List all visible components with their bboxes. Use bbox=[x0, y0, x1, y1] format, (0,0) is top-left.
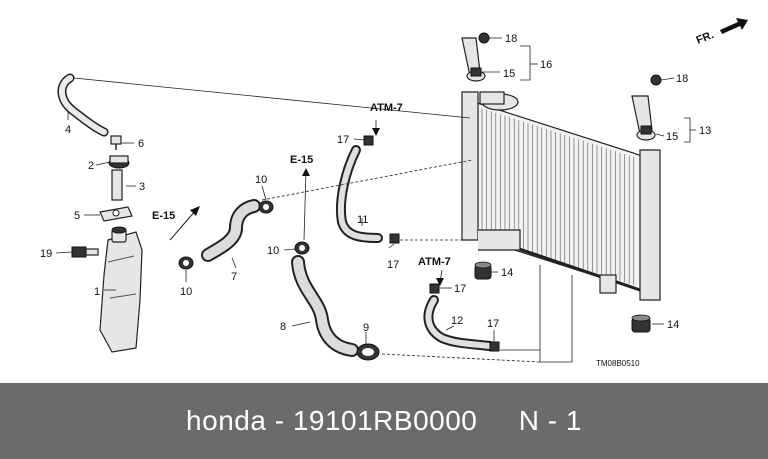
callout-2: 2 bbox=[88, 160, 94, 172]
part-number: 19101RB0000 bbox=[292, 405, 478, 436]
callout-4: 4 bbox=[65, 124, 71, 136]
callout-14a: 14 bbox=[501, 267, 513, 279]
ref-label-atm7-mid: ATM-7 bbox=[418, 256, 451, 268]
brand-name: honda bbox=[186, 405, 267, 436]
radiator-fins bbox=[481, 108, 635, 286]
callout-9: 9 bbox=[363, 322, 369, 334]
callout-16: 16 bbox=[540, 59, 552, 71]
hose-clip-6 bbox=[110, 135, 122, 150]
separator: - bbox=[266, 405, 293, 436]
callout-17c: 17 bbox=[454, 283, 466, 295]
callout-15a: 15 bbox=[503, 68, 515, 80]
upper-bracket-left bbox=[461, 32, 490, 82]
front-direction-arrow bbox=[720, 18, 748, 34]
hose-clip-17c bbox=[429, 283, 440, 294]
callout-11: 11 bbox=[357, 214, 368, 226]
tank-bracket bbox=[99, 206, 133, 222]
hose-clamp-10a bbox=[178, 256, 194, 270]
reserve-tank-cap bbox=[108, 155, 130, 169]
ref-label-atm7-top: ATM-7 bbox=[370, 102, 403, 114]
callout-1: 1 bbox=[94, 286, 100, 298]
callout-10c: 10 bbox=[267, 245, 279, 257]
callout-7: 7 bbox=[231, 271, 237, 283]
lower-cushion-b bbox=[631, 314, 651, 333]
callout-19: 19 bbox=[40, 248, 52, 260]
parts-diagram: 1 2 3 4 5 6 7 8 9 10 10 10 11 12 13 14 1… bbox=[40, 18, 748, 368]
ref-label-e15-mid: E-15 bbox=[290, 154, 313, 166]
callout-14b: 14 bbox=[667, 319, 679, 331]
callout-12: 12 bbox=[451, 315, 463, 327]
lower-cushion-a bbox=[474, 261, 492, 280]
radiator bbox=[461, 91, 661, 301]
hose-clip-17a bbox=[363, 135, 374, 146]
ref-arrow-e15-left bbox=[169, 206, 200, 241]
tank-pipe bbox=[111, 169, 123, 201]
callout-17b: 17 bbox=[387, 259, 399, 271]
callout-15b: 15 bbox=[666, 131, 678, 143]
callout-10a: 10 bbox=[180, 286, 192, 298]
hose-clamp-9 bbox=[356, 343, 380, 361]
hose-clip-17d bbox=[489, 341, 500, 352]
ref-arrow-atm7-mid bbox=[436, 278, 444, 286]
bolt bbox=[71, 246, 99, 258]
upper-bracket-right bbox=[631, 74, 662, 141]
callout-17a: 17 bbox=[337, 134, 349, 146]
spacer bbox=[477, 405, 518, 437]
callout-13: 13 bbox=[699, 125, 711, 137]
callout-8: 8 bbox=[280, 321, 286, 333]
direction-label: FR. bbox=[695, 29, 716, 47]
reserve-tank bbox=[99, 226, 143, 353]
quantity-label: N - 1 bbox=[518, 405, 582, 436]
leader-lines bbox=[55, 37, 696, 363]
callout-17d: 17 bbox=[487, 318, 499, 330]
callout-18a: 18 bbox=[505, 33, 517, 45]
callout-3: 3 bbox=[139, 181, 145, 193]
radiator-exploded-view: 1 2 3 4 5 6 7 8 9 10 10 10 11 12 13 14 1… bbox=[40, 18, 748, 368]
ref-arrow-e15-mid bbox=[302, 168, 310, 176]
ref-arrow-atm7-top bbox=[372, 128, 380, 136]
ref-label-e15-left: E-15 bbox=[152, 210, 175, 222]
hose-clamp-10b bbox=[258, 200, 274, 214]
callout-10b: 10 bbox=[255, 174, 267, 186]
callout-6: 6 bbox=[138, 138, 144, 150]
part-info-bar: honda - 19101RB0000 N - 1 bbox=[0, 383, 768, 459]
callout-5: 5 bbox=[74, 210, 80, 222]
hose-clamp-10c bbox=[294, 241, 310, 255]
hose-clip-17b bbox=[389, 233, 400, 244]
diagram-code: TM08B0510 bbox=[596, 359, 640, 368]
callout-18b: 18 bbox=[676, 73, 688, 85]
